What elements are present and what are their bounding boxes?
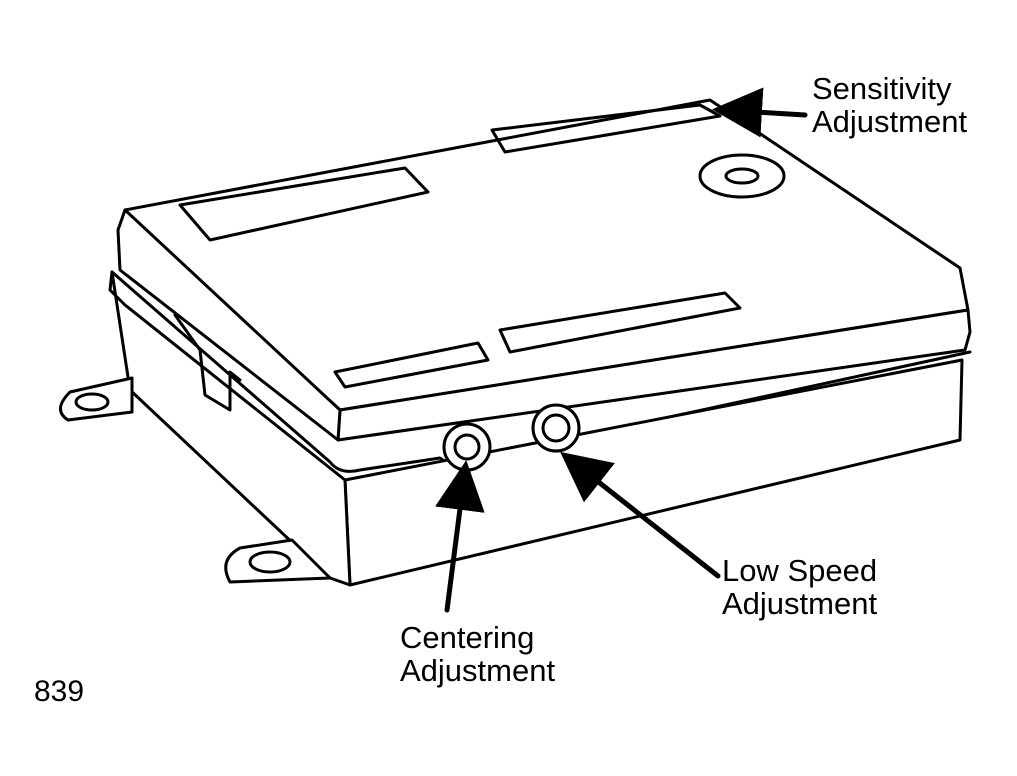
lid-boss-outer — [698, 153, 786, 199]
lid-recess-4 — [498, 291, 742, 354]
low-speed-adjustment-label: Low Speed Adjustment — [722, 554, 877, 620]
lid-recess-1 — [178, 166, 430, 242]
lid-boss-inner — [724, 167, 760, 185]
figure-number: 839 — [34, 675, 85, 708]
low-speed-label-line1: Low Speed — [722, 553, 878, 588]
low-speed-port-outer — [531, 403, 581, 453]
mounting-ear-bottom — [224, 538, 332, 584]
centering-label-line2: Adjustment — [400, 653, 556, 688]
centering-port-outer — [442, 422, 492, 472]
lid-recess-3 — [333, 341, 490, 389]
side-notch — [173, 313, 242, 412]
centering-leader-arrow — [435, 460, 485, 613]
low-speed-label-line2: Adjustment — [722, 586, 878, 621]
mounting-hole-left — [74, 392, 110, 412]
low-speed-port-inner — [541, 413, 571, 443]
module-lid-side — [116, 208, 342, 442]
module-base-side — [108, 270, 352, 587]
sensitivity-adjustment-label: Sensitivity Adjustment — [812, 72, 967, 138]
centering-label-line1: Centering — [400, 620, 535, 655]
sensitivity-label-line1: Sensitivity — [812, 71, 952, 106]
mounting-hole-bottom — [248, 550, 292, 574]
sensitivity-leader-arrow — [712, 87, 808, 138]
centering-port-inner — [453, 433, 481, 461]
mounting-ear-left — [59, 376, 134, 422]
low-speed-leader-arrow — [560, 451, 721, 579]
centering-adjustment-label: Centering Adjustment — [400, 621, 555, 687]
sensitivity-label-line2: Adjustment — [812, 104, 968, 139]
